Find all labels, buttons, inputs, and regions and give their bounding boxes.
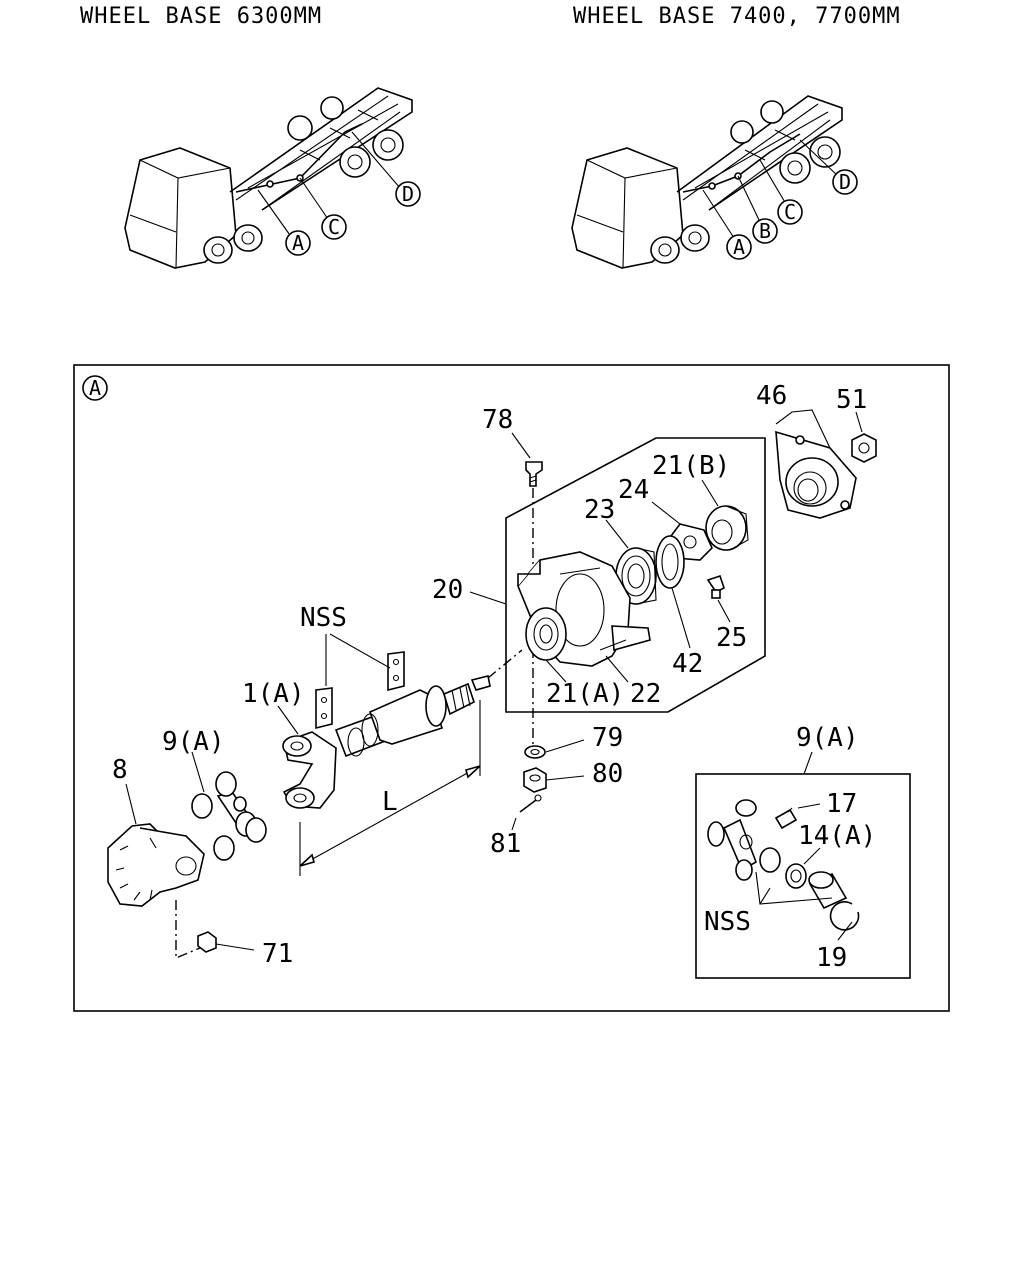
- callout-left-d: D: [395, 181, 421, 207]
- label-17: 17: [826, 789, 857, 819]
- truck-illustration-left: [124, 87, 413, 269]
- companion-flange-46: [775, 430, 857, 519]
- label-nss-inset: NSS: [704, 907, 751, 937]
- label-20: 20: [432, 575, 463, 605]
- center-bearing-group-outline: [505, 437, 766, 713]
- flange-yoke-8: [107, 823, 205, 907]
- right-wheelbase-title: WHEEL BASE 7400, 7700MM: [573, 4, 901, 29]
- nut-51: [851, 433, 877, 463]
- left-wheelbase-title: WHEEL BASE 6300MM: [80, 4, 323, 29]
- label-23: 23: [584, 495, 615, 525]
- label-79: 79: [592, 723, 623, 753]
- label-14a: 14(A): [798, 821, 876, 851]
- ring-42: [655, 535, 685, 589]
- callout-left-d-text: D: [402, 182, 414, 206]
- truck-illustration-right: [571, 95, 843, 269]
- inset-frame-9a: [695, 773, 911, 979]
- label-80: 80: [592, 759, 623, 789]
- label-dim-l: L: [382, 787, 398, 817]
- label-46: 46: [756, 381, 787, 411]
- detail-frame: [73, 364, 950, 1012]
- dust-seal-21a: [525, 607, 567, 661]
- label-8: 8: [112, 755, 128, 785]
- callout-left-a-text: A: [292, 231, 304, 255]
- label-22: 22: [630, 679, 661, 709]
- bolt-78: [525, 461, 543, 487]
- nut-80: [523, 767, 547, 793]
- callout-left-c: C: [321, 214, 347, 240]
- nss-plate-2: [387, 651, 405, 692]
- inset-bearing-cup: [808, 871, 848, 910]
- callout-right-b-text: B: [759, 219, 771, 243]
- inset-seal-14a: [785, 863, 807, 889]
- callout-right-a: A: [726, 234, 752, 260]
- label-51: 51: [836, 385, 867, 415]
- label-42: 42: [672, 649, 703, 679]
- label-78: 78: [482, 405, 513, 435]
- label-nss-top: NSS: [300, 603, 347, 633]
- label-24: 24: [618, 475, 649, 505]
- dimension-line-l: [299, 700, 481, 876]
- nss-plate-1: [315, 687, 333, 730]
- label-25: 25: [716, 623, 747, 653]
- label-9a-left: 9(A): [162, 727, 225, 757]
- label-21b: 21(B): [652, 451, 730, 481]
- label-81: 81: [490, 829, 521, 859]
- callout-left-c-text: C: [328, 215, 340, 239]
- inset-snap-ring-19: [829, 901, 860, 931]
- inset-title-9a: 9(A): [796, 723, 859, 753]
- section-marker-a: A: [82, 375, 108, 401]
- washer-79: [524, 745, 546, 759]
- callout-right-c: C: [777, 199, 803, 225]
- section-marker-a-text: A: [89, 376, 101, 400]
- label-21a: 21(A): [546, 679, 624, 709]
- cotter-pin-81: [519, 794, 542, 813]
- universal-joint-spider-9a: [191, 771, 267, 861]
- label-71: 71: [262, 939, 293, 969]
- dust-seal-21b: [705, 505, 749, 551]
- callout-right-d: D: [832, 169, 858, 195]
- callout-right-c-text: C: [784, 200, 796, 224]
- callout-right-d-text: D: [839, 170, 851, 194]
- label-19: 19: [816, 943, 847, 973]
- inset-grease-fitting-17: [774, 807, 798, 830]
- grease-nipple-25: [706, 574, 725, 599]
- inset-spider: [707, 799, 781, 881]
- label-1a: 1(A): [242, 679, 305, 709]
- propeller-shaft-1a: [282, 675, 491, 809]
- nut-71: [197, 931, 217, 953]
- callout-left-a: A: [285, 230, 311, 256]
- callout-right-a-text: A: [733, 235, 745, 259]
- callout-right-b: B: [752, 218, 778, 244]
